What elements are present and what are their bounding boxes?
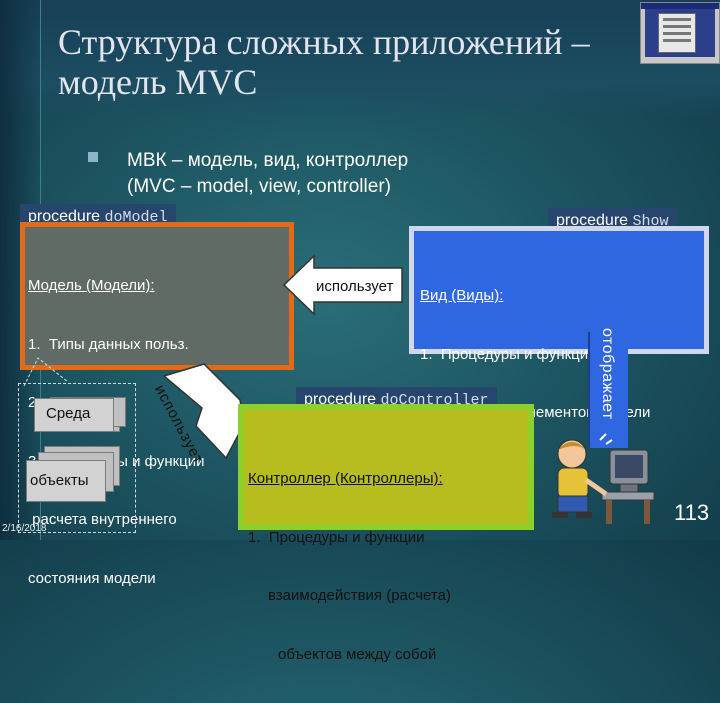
env-label: Среда (46, 405, 91, 422)
view-label-code: Show (632, 213, 669, 230)
model-label-code: doModel (104, 209, 168, 226)
displays-arrow-label: отображает (599, 328, 616, 420)
model-box: Модель (Модели): 1. Типы данных польз. 2… (20, 222, 294, 587)
title-line-1: Структура сложных приложений – (58, 22, 590, 62)
env-connector-lines (23, 357, 69, 387)
env-card-front (34, 398, 114, 432)
controller-heading: Контроллер (Контроллеры): (248, 470, 443, 487)
view-line-1: 1. Процедуры и функции (420, 345, 597, 363)
model-line-4: расчета внутреннего (28, 511, 177, 528)
objects-label: объекты (30, 472, 89, 489)
model-heading: Модель (Модели): (28, 277, 155, 294)
screen-thumbnail (640, 2, 720, 64)
thumbnail-titlebar (641, 3, 719, 9)
controller-box-text: Контроллер (Контроллеры): 1. Процедуры и… (248, 430, 451, 703)
bullet-text: МВК – модель, вид, контроллер (MVC – mod… (127, 148, 408, 200)
slide-title: Структура сложных приложений – модель MV… (58, 22, 658, 102)
uses-arrow-diagonal (162, 363, 245, 460)
displays-arrow: отображает (588, 328, 628, 448)
model-label-prefix: procedure (28, 208, 105, 225)
uses-arrow-left (282, 254, 403, 316)
bullet-line-1: МВК – модель, вид, контроллер (127, 150, 409, 171)
view-heading: Вид (Виды): (420, 287, 504, 304)
slide-page-number: 113 (674, 500, 710, 525)
environment-region (18, 383, 136, 533)
title-line-2: модель MVC (58, 62, 258, 102)
controller-line-2: взаимодействия (расчета) (268, 587, 451, 604)
model-line-1: 1. Типы данных польз. (28, 335, 189, 353)
controller-box: Контроллер (Контроллеры): 1. Процедуры и… (238, 404, 534, 663)
bullet-line-2: (MVC – model, view, controller) (127, 176, 391, 197)
bullet-square-icon (88, 152, 98, 162)
model-line-5: состояния модели (28, 569, 156, 587)
controller-line-3: объектов между собой (278, 645, 437, 663)
slide-date: 2/16/2018 (2, 523, 47, 534)
title-band (0, 0, 720, 118)
objects-card-front (26, 460, 106, 502)
view-box: Вид (Виды): 1. Процедуры и функции отобр… (409, 226, 709, 480)
thumbnail-dialog (658, 13, 696, 53)
child-computer-illustration (552, 433, 655, 524)
view-label-prefix: procedure (556, 212, 633, 229)
controller-line-1: 1. Процедуры и функции (248, 528, 425, 546)
uses-arrow-left-label: использует (316, 278, 394, 295)
controller-label-prefix: procedure (304, 391, 381, 408)
